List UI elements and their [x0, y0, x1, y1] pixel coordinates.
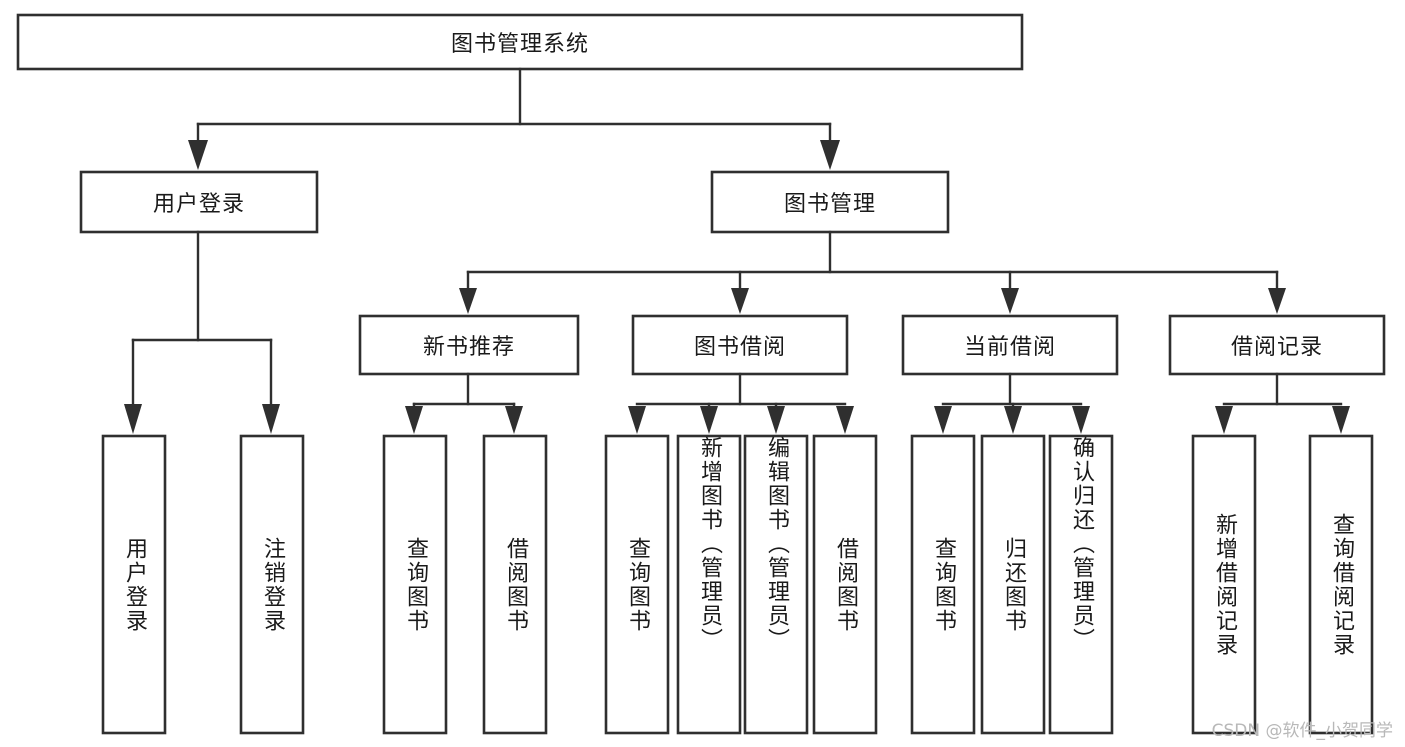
arrow-head-l3-4	[1268, 288, 1286, 314]
leaf-box-current-borrow-2[interactable]	[980, 434, 1046, 735]
arrow-head-bb-3	[767, 406, 785, 434]
arrow-head-br-2	[1332, 406, 1350, 434]
arrow-head-book-manage	[820, 140, 840, 170]
arrow-head-br-1	[1215, 406, 1233, 434]
node-borrow-record-box[interactable]	[1168, 314, 1386, 376]
arrow-head-cb-2	[1004, 406, 1022, 434]
arrow-head-l3-2	[731, 288, 749, 314]
node-new-book-box[interactable]	[358, 314, 580, 376]
arrow-head-bb-2	[700, 406, 718, 434]
arrow-head-nb-1	[405, 406, 423, 434]
leaf-box-user-login-1[interactable]	[101, 434, 167, 735]
arrow-head-ul-leaf1	[124, 404, 142, 434]
leaf-box-new-book-1[interactable]	[382, 434, 448, 735]
node-book-manage-box[interactable]	[710, 170, 950, 234]
arrow-head-nb-2	[505, 406, 523, 434]
arrow-head-l3-1	[459, 288, 477, 314]
arrow-head-cb-1	[934, 406, 952, 434]
arrow-head-bb-1	[628, 406, 646, 434]
node-user-login-box[interactable]	[79, 170, 319, 234]
arrow-head-user-login	[188, 140, 208, 170]
arrow-head-bb-4	[836, 406, 854, 434]
leaf-box-borrow-record-1[interactable]	[1191, 434, 1257, 735]
leaf-box-borrow-record-2[interactable]	[1308, 434, 1374, 735]
node-book-borrow-box[interactable]	[631, 314, 849, 376]
leaf-box-book-borrow-3[interactable]	[743, 434, 809, 735]
leaf-box-book-borrow-4[interactable]	[812, 434, 878, 735]
node-root-box[interactable]	[16, 13, 1024, 71]
leaf-box-user-login-2[interactable]	[239, 434, 305, 735]
arrow-head-l3-3	[1001, 288, 1019, 314]
node-current-borrow-box[interactable]	[901, 314, 1119, 376]
leaf-box-new-book-2[interactable]	[482, 434, 548, 735]
leaf-box-book-borrow-1[interactable]	[604, 434, 670, 735]
arrow-head-ul-leaf2	[262, 404, 280, 434]
arrow-head-cb-3	[1072, 406, 1090, 434]
leaf-box-current-borrow-1[interactable]	[910, 434, 976, 735]
leaf-box-book-borrow-2[interactable]	[676, 434, 742, 735]
leaf-box-current-borrow-3[interactable]	[1048, 434, 1114, 735]
